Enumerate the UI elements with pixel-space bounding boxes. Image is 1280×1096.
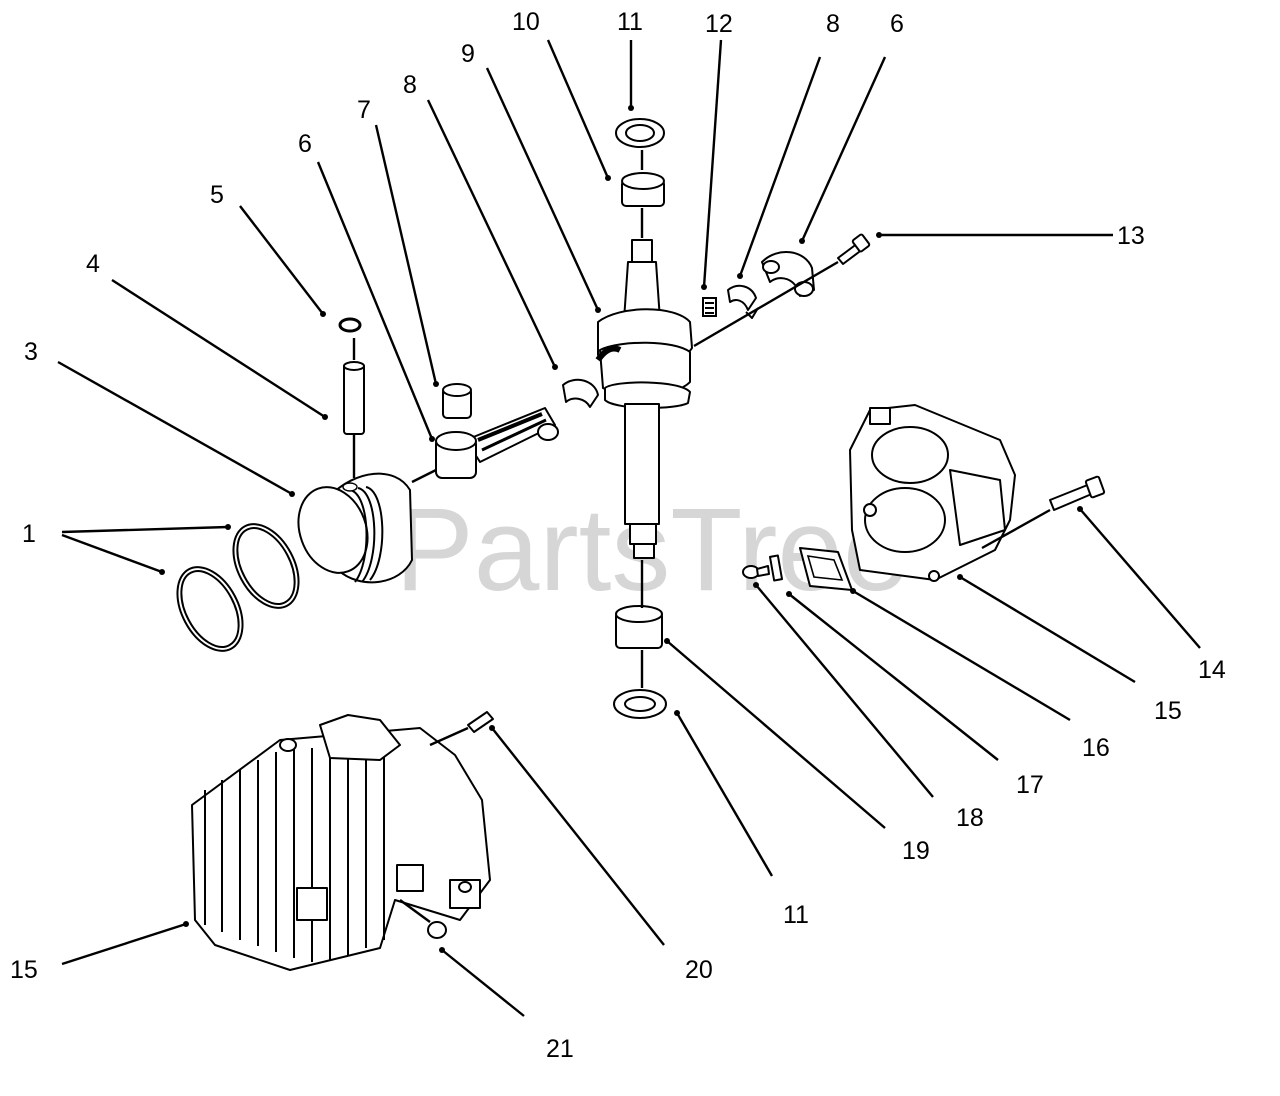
cylinder-block-part — [191, 714, 491, 971]
dowel-pin-part — [467, 711, 494, 733]
callout-10: 10 — [512, 8, 540, 36]
piston-rings-part — [176, 523, 300, 652]
crankshaft-part — [595, 239, 693, 559]
bearing-bottom-part — [615, 605, 663, 649]
connecting-rod-part — [435, 407, 559, 479]
callout-3: 3 — [24, 338, 38, 366]
callout-15-right: 15 — [1154, 697, 1182, 725]
bearing-half-right-part — [727, 284, 759, 319]
callout-11-bottom: 11 — [783, 901, 809, 929]
callout-6-left: 6 — [298, 130, 312, 158]
plug-part — [427, 921, 447, 939]
callout-12: 12 — [705, 10, 733, 38]
callout-14: 14 — [1198, 656, 1226, 684]
callout-19: 19 — [902, 837, 930, 865]
seal-top-part — [615, 118, 665, 148]
callout-20: 20 — [685, 956, 713, 984]
callout-labels: 1 3 4 5 6 7 8 9 10 11 12 8 6 13 14 15 16… — [10, 8, 1226, 1063]
callout-8-left: 8 — [403, 71, 417, 99]
bearing-half-left-part — [562, 378, 599, 408]
assembly-lines — [352, 150, 1051, 923]
plate-part — [768, 554, 784, 582]
callout-4: 4 — [86, 250, 100, 278]
rod-cap-part — [761, 250, 815, 297]
key-part — [702, 297, 717, 317]
seal-bottom-part — [613, 689, 667, 719]
bolt-part — [1049, 475, 1106, 511]
callout-15-left: 15 — [10, 956, 38, 984]
callout-17: 17 — [1016, 771, 1044, 799]
callout-1: 1 — [22, 520, 36, 548]
bushing-part — [442, 383, 472, 419]
callout-18: 18 — [956, 804, 984, 832]
callout-21: 21 — [546, 1035, 574, 1063]
piston-part — [297, 472, 413, 584]
leader-lines — [57, 39, 1201, 1017]
callout-11-top: 11 — [617, 8, 643, 36]
retaining-clip-part — [338, 317, 362, 333]
callout-8-right: 8 — [826, 10, 840, 38]
callout-16: 16 — [1082, 734, 1110, 762]
callout-13: 13 — [1117, 222, 1145, 250]
leader-dots — [159, 105, 1083, 953]
callout-7: 7 — [357, 96, 371, 124]
callout-5: 5 — [210, 181, 224, 209]
callout-9: 9 — [461, 40, 475, 68]
callout-6-right: 6 — [890, 10, 904, 38]
cap-screw-part — [837, 233, 871, 265]
piston-pin-part — [343, 361, 365, 435]
bearing-top-part — [621, 172, 665, 207]
crankcase-cover-part — [849, 404, 1016, 582]
small-screw-part — [742, 565, 770, 579]
